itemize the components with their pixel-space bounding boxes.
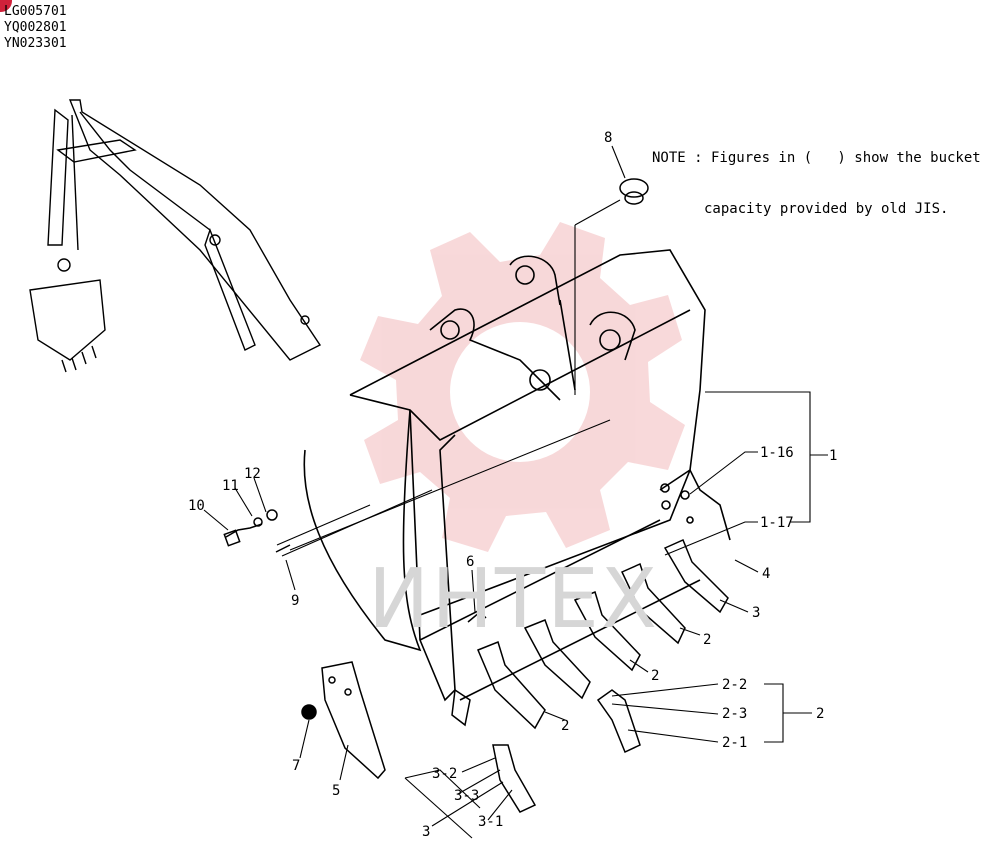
- callout-2: 2: [703, 632, 711, 648]
- callout-3-1: 3-1: [478, 814, 503, 830]
- callout-3-3: 3-3: [454, 788, 479, 804]
- callout-12: 12: [244, 466, 261, 482]
- callout-2: 2: [561, 718, 569, 734]
- callout-2-2: 2-2: [722, 677, 747, 693]
- callout-4: 4: [762, 566, 770, 582]
- bucket: [303, 249, 731, 702]
- callout-1: 1: [829, 448, 837, 464]
- callout-2-1: 2-1: [722, 735, 747, 751]
- note-block: NOTE : Figures in ( ) show the bucket ca…: [652, 116, 981, 252]
- callout-2: 2: [816, 706, 824, 722]
- callout-3: 3: [422, 824, 430, 840]
- callout-9: 9: [291, 593, 299, 609]
- part-codes: LG005701 YQ002801 YN023301: [4, 4, 67, 52]
- leader-lines: [203, 145, 828, 839]
- watermark-text: ИНТЕХ: [368, 552, 660, 647]
- excavator-thumbnail: [29, 99, 322, 373]
- callout-8: 8: [604, 130, 612, 146]
- callout-1-17: 1-17: [760, 515, 794, 531]
- callout-7: 7: [292, 758, 300, 774]
- callout-10: 10: [188, 498, 205, 514]
- callout-2-3: 2-3: [722, 706, 747, 722]
- note-line-1: NOTE : Figures in ( ) show the bucket: [652, 150, 981, 166]
- note-line-2: capacity provided by old JIS.: [704, 201, 949, 217]
- callout-1-16: 1-16: [760, 445, 794, 461]
- callout-5: 5: [332, 783, 340, 799]
- callout-11: 11: [222, 478, 239, 494]
- part-code: YQ002801: [4, 20, 67, 35]
- part-code: LG005701: [4, 4, 67, 19]
- callout-2: 2: [651, 668, 659, 684]
- callout-3-2: 3-2: [432, 766, 457, 782]
- part-code: YN023301: [4, 36, 67, 51]
- callout-6: 6: [466, 554, 474, 570]
- loose-parts: [223, 178, 649, 813]
- watermark-gear: [360, 222, 685, 552]
- bucket-teeth: [451, 539, 729, 730]
- callout-3: 3: [752, 605, 760, 621]
